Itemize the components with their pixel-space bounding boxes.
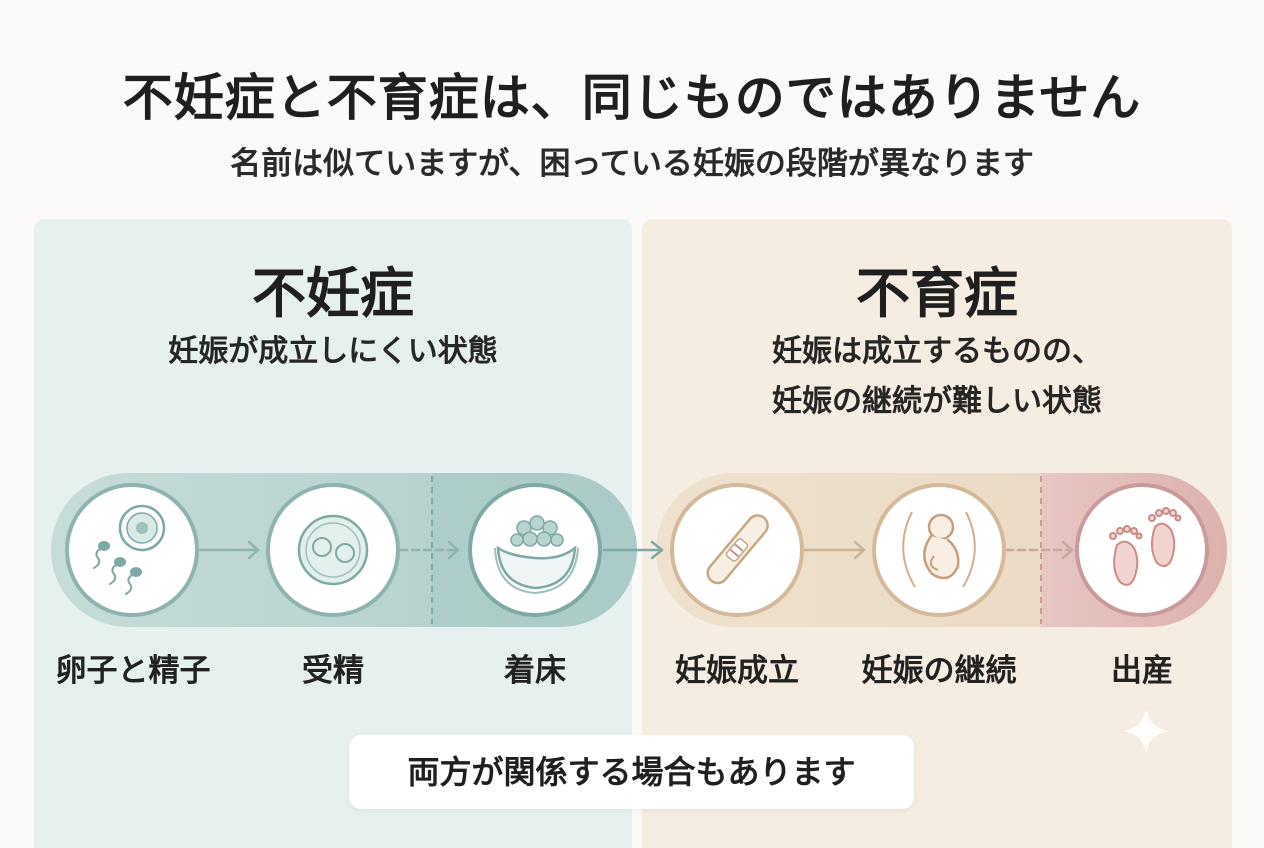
connector-3-4-arrowhead — [650, 540, 664, 560]
egg-and-sperm-icon — [65, 483, 199, 617]
stage-label-implantation: 着床 — [504, 653, 566, 689]
recurrent-loss-description-line1: 妊娠は成立するものの、 — [772, 334, 1102, 369]
implantation-icon — [468, 483, 602, 617]
fertilized-egg-icon — [266, 483, 400, 617]
both-may-apply-note: 両方が関係する場合もあります — [349, 735, 914, 809]
stage-label-fertilization: 受精 — [302, 653, 364, 689]
stage-label-birth: 出産 — [1111, 653, 1173, 689]
recurrent-loss-heading: 不育症 — [856, 262, 1018, 325]
recurrent-loss-description: 妊娠は成立するものの、 妊娠の継続が難しい状態 — [642, 327, 1232, 427]
page-title: 不妊症と不育症は、同じものではありません — [122, 69, 1142, 127]
recurrent-loss-description-line2: 妊娠の継続が難しい状態 — [772, 384, 1102, 419]
stage-label-egg-and-sperm: 卵子と精子 — [55, 653, 211, 689]
infertility-heading: 不妊症 — [252, 262, 414, 325]
pregnancy-test-icon — [670, 483, 804, 617]
sparkle-icon — [1123, 708, 1169, 754]
page-subtitle: 名前は似ていますが、困っている妊娠の段階が異なります — [230, 146, 1034, 182]
connector-5-6-arrowhead — [1061, 540, 1074, 560]
connector-4-5-arrowhead — [853, 540, 866, 560]
fetus-icon — [872, 483, 1006, 617]
baby-feet-icon — [1075, 483, 1209, 617]
infertility-description: 妊娠が成立しにくい状態 — [168, 334, 498, 369]
connector-2-3-arrowhead — [447, 540, 460, 560]
connector-1-2-arrowhead — [247, 540, 260, 560]
stage-label-pregnancy-continuation: 妊娠の継続 — [861, 653, 1017, 689]
stage-label-pregnancy-established: 妊娠成立 — [675, 653, 799, 689]
